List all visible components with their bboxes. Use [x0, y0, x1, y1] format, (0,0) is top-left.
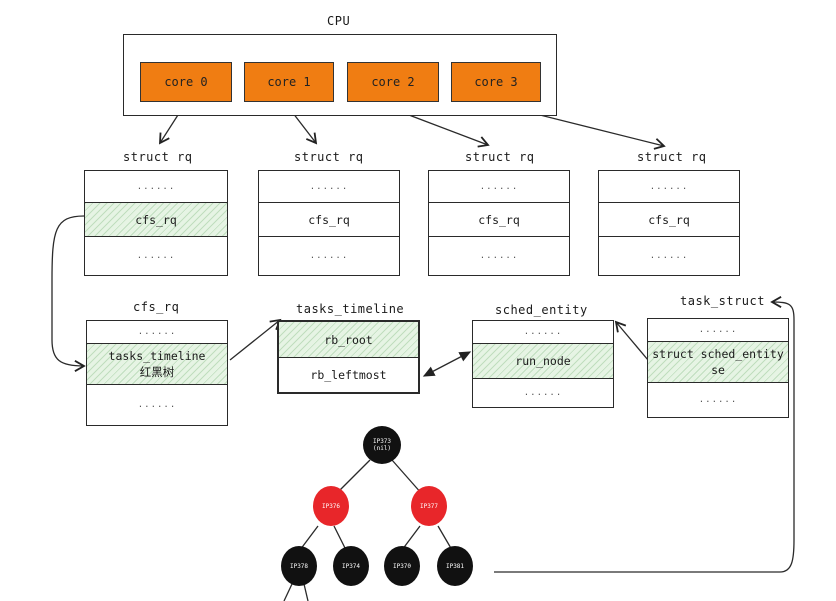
tree-node-black-2: IP374 [333, 546, 369, 586]
taskstruct-row-se: struct sched_entity se [648, 341, 788, 383]
timeline-row-rbleftmost: rb_leftmost [310, 368, 387, 382]
rq-row-cfs: cfs_rq [259, 202, 399, 237]
cfsrq-timeline-label: tasks_timeline [108, 349, 206, 363]
tree-edge [283, 583, 293, 601]
schedentity-row-runnode: run_node [473, 343, 613, 379]
rq-box-0: ...... cfs_rq ...... [84, 170, 228, 276]
taskstruct-row-bottom: ...... [698, 395, 738, 405]
core-1: core 1 [244, 62, 334, 102]
rq-row-top: ...... [479, 181, 519, 192]
tree-node-root-value: (nil) [372, 445, 392, 452]
cpu-title: CPU [327, 14, 351, 28]
taskstruct-se-type: struct sched_entity [652, 347, 784, 361]
cfsrq-box: ...... tasks_timeline 红黑树 ...... [86, 320, 228, 426]
timeline-title: tasks_timeline [296, 302, 405, 316]
taskstruct-box: ...... struct sched_entity se ...... [647, 318, 789, 418]
rq-row-cfs: cfs_rq [85, 202, 227, 237]
schedentity-box: ...... run_node ...... [472, 320, 614, 408]
tree-node-black-1: IP378 [281, 546, 317, 586]
rq-title-2: struct rq [465, 150, 535, 164]
arrow-rq-to-cfsrq [51, 215, 86, 372]
tree-edge [335, 459, 371, 495]
cfsrq-rbtree-label: 红黑树 [139, 365, 175, 379]
rq-box-2: ...... cfs_rq ...... [428, 170, 570, 276]
schedentity-row-bottom: ...... [523, 388, 563, 398]
taskstruct-se-name: se [711, 363, 725, 377]
rq-row-top: ...... [649, 181, 689, 192]
arrow-leftmost-runnode [422, 351, 472, 377]
schedentity-row-top: ...... [523, 327, 563, 337]
tree-node-root-id: IP373 [372, 438, 392, 445]
schedentity-title: sched_entity [495, 303, 588, 317]
core-3: core 3 [451, 62, 541, 102]
core-0: core 0 [140, 62, 232, 102]
rq-title-3: struct rq [637, 150, 707, 164]
rq-box-3: ...... cfs_rq ...... [598, 170, 740, 276]
cfsrq-title: cfs_rq [133, 300, 180, 314]
rq-row-bottom: ...... [649, 251, 689, 261]
rq-row-bottom: ...... [136, 251, 176, 261]
rq-title-0: struct rq [123, 150, 193, 164]
timeline-row-rbroot: rb_root [279, 322, 418, 358]
rq-box-1: ...... cfs_rq ...... [258, 170, 400, 276]
arrow-tree-to-taskstruct [494, 296, 795, 573]
tree-node-root: IP373 (nil) [363, 426, 401, 464]
rq-row-top: ...... [309, 181, 349, 192]
tree-node-black-3: IP370 [384, 546, 420, 586]
cfsrq-row-top: ...... [137, 327, 177, 337]
arrow-timeline-to-rbroot [229, 318, 282, 361]
tree-node-red-right: IP377 [411, 486, 447, 526]
taskstruct-title: task_struct [680, 294, 765, 308]
tree-edge [333, 525, 347, 551]
tree-node-red-left: IP376 [313, 486, 349, 526]
rq-row-top: ...... [136, 181, 176, 192]
tree-edge [391, 459, 423, 495]
rq-row-cfs: cfs_rq [599, 202, 739, 237]
taskstruct-row-top: ...... [698, 325, 738, 335]
cfsrq-row-timeline: tasks_timeline 红黑树 [87, 343, 227, 385]
tree-node-black-4: IP381 [437, 546, 473, 586]
arrow-se-to-schedentity [614, 320, 649, 361]
timeline-box: rb_root rb_leftmost [277, 320, 420, 394]
rq-title-1: struct rq [294, 150, 364, 164]
tree-edge [303, 583, 309, 601]
rq-row-bottom: ...... [479, 251, 519, 261]
core-2: core 2 [347, 62, 439, 102]
rq-row-bottom: ...... [309, 251, 349, 261]
cfsrq-row-bottom: ...... [137, 400, 177, 410]
rq-row-cfs: cfs_rq [429, 202, 569, 237]
